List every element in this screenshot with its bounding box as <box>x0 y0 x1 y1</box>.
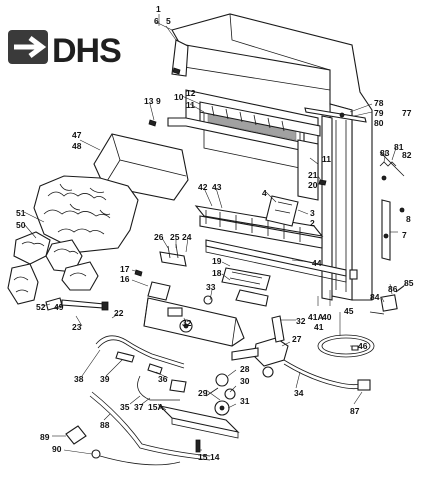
label-36: 36 <box>158 374 168 384</box>
gas-valve <box>231 315 289 378</box>
baffle-plate <box>199 101 321 137</box>
label-10: 10 <box>174 92 184 102</box>
label-19: 19 <box>212 256 222 266</box>
label-12: 12 <box>186 88 196 98</box>
label-41: 41 <box>314 322 324 332</box>
logo-text: DHS <box>52 32 121 70</box>
label-28: 28 <box>240 364 250 374</box>
label-41a: 41A <box>308 312 324 322</box>
label-44: 44 <box>312 258 322 268</box>
label-35: 35 <box>120 402 130 412</box>
label-24: 24 <box>182 232 192 242</box>
part-labels: 1 6 5 13 9 10 12 11 78 79 80 77 47 48 83… <box>16 4 414 462</box>
label-84: 84 <box>370 292 380 302</box>
label-81: 81 <box>394 142 404 152</box>
label-34: 34 <box>294 388 304 398</box>
label-9: 9 <box>156 96 161 106</box>
label-43: 43 <box>212 182 222 192</box>
spring-assembly <box>379 151 405 181</box>
label-5: 5 <box>166 16 171 26</box>
thermocouple-tube <box>65 391 211 466</box>
support-bracket <box>381 199 405 261</box>
label-7: 7 <box>402 230 407 240</box>
label-89: 89 <box>40 432 50 442</box>
label-21: 21 <box>308 170 318 180</box>
label-15a: 15A <box>148 402 164 412</box>
label-39: 39 <box>100 374 110 384</box>
control-bracket <box>143 281 245 347</box>
pipe-network <box>95 335 187 401</box>
burner-assembly <box>194 195 324 249</box>
label-47: 47 <box>72 130 82 140</box>
label-6: 6 <box>154 16 159 26</box>
label-8: 8 <box>406 214 411 224</box>
label-48: 48 <box>72 141 82 151</box>
control-knob <box>205 373 236 416</box>
arrow-icon <box>14 36 47 58</box>
label-3: 3 <box>310 208 315 218</box>
label-82: 82 <box>402 150 412 160</box>
label-51: 51 <box>16 208 26 218</box>
label-46: 46 <box>358 341 368 351</box>
gas-pipe <box>283 359 371 391</box>
leader-lines <box>23 14 407 455</box>
side-panel <box>297 115 358 301</box>
label-79: 79 <box>374 108 384 118</box>
label-85: 85 <box>404 278 414 288</box>
label-52: 52 <box>36 302 46 312</box>
label-2: 2 <box>310 218 315 228</box>
loose-coals <box>7 231 99 305</box>
label-27: 27 <box>292 334 302 344</box>
label-17: 17 <box>120 264 130 274</box>
heat-shield-plate <box>158 405 240 439</box>
label-40: 40 <box>322 312 332 322</box>
label-15: 15 <box>198 452 208 462</box>
label-26: 26 <box>154 232 164 242</box>
label-50: 50 <box>16 220 26 230</box>
label-30: 30 <box>240 376 250 386</box>
label-14: 14 <box>210 452 220 462</box>
label-22: 22 <box>114 308 124 318</box>
label-78: 78 <box>374 98 384 108</box>
pilot-assembly <box>45 297 109 311</box>
label-4: 4 <box>262 188 267 198</box>
label-37: 37 <box>134 402 144 412</box>
label-87: 87 <box>350 406 360 416</box>
label-32-valve: 32 <box>296 316 306 326</box>
label-83: 83 <box>380 148 390 158</box>
label-80: 80 <box>374 118 384 128</box>
label-23: 23 <box>72 322 82 332</box>
label-42: 42 <box>198 182 208 192</box>
label-1: 1 <box>156 4 161 14</box>
label-31: 31 <box>240 396 250 406</box>
label-45: 45 <box>344 306 354 316</box>
support-bar <box>205 239 347 307</box>
rod-assembly <box>304 107 367 123</box>
label-18: 18 <box>212 268 222 278</box>
dhs-logo: DHS <box>8 30 122 70</box>
mounting-plate <box>369 285 405 315</box>
label-20: 20 <box>308 180 318 190</box>
label-90: 90 <box>52 444 62 454</box>
coal-bed <box>33 175 139 253</box>
screws <box>134 67 327 277</box>
bracket-pins <box>159 243 187 267</box>
coil <box>317 334 375 358</box>
label-86: 86 <box>388 284 398 294</box>
label-33: 33 <box>206 282 216 292</box>
label-38: 38 <box>74 374 84 384</box>
label-49: 49 <box>54 302 64 312</box>
label-88: 88 <box>100 420 110 430</box>
label-25: 25 <box>170 232 180 242</box>
label-11-top: 11 <box>186 100 195 110</box>
label-32-bracket: 32 <box>182 318 192 328</box>
label-29: 29 <box>198 388 208 398</box>
label-77: 77 <box>402 108 412 118</box>
label-11-side: 11 <box>322 154 331 164</box>
fixing-screw <box>195 439 201 453</box>
label-16: 16 <box>120 274 130 284</box>
label-13: 13 <box>144 96 154 106</box>
